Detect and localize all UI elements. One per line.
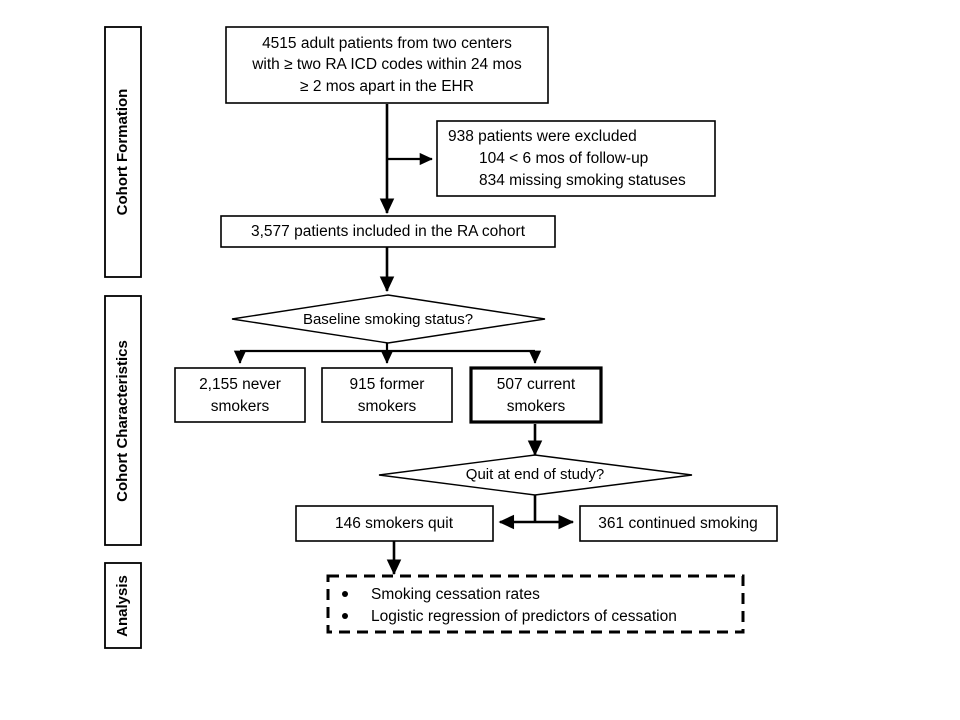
node-former-smokers-line-1: 915 former xyxy=(350,376,425,393)
node-ra-cohort-label: 3,577 patients included in the RA cohort xyxy=(251,223,526,240)
node-baseline-smoking-status-label: Baseline smoking status? xyxy=(303,311,473,328)
node-excluded-line-1: 938 patients were excluded xyxy=(448,128,637,145)
lane-label-cohort-formation: Cohort Formation xyxy=(114,89,131,216)
node-box-never-smokers xyxy=(174,367,306,423)
node-source-cohort-line-2: with ≥ two RA ICD codes within 24 mos xyxy=(251,56,522,73)
node-box-excluded xyxy=(436,120,716,197)
node-analysis-outputs-bullet-2: Logistic regression of predictors of ces… xyxy=(371,608,677,625)
node-never-smokers: 2,155 never smokers xyxy=(174,367,306,423)
node-box-analysis-outputs xyxy=(326,574,745,634)
node-box-smokers-quit xyxy=(295,505,494,542)
lane-box-analysis xyxy=(104,562,142,649)
node-source-cohort-line-3: ≥ 2 mos apart in the EHR xyxy=(300,78,474,95)
lane-box-cohort-characteristics xyxy=(104,295,142,546)
node-continued-smoking: 361 continued smoking xyxy=(579,505,778,542)
node-current-smokers-line-2: smokers xyxy=(507,398,566,415)
node-continued-smoking-label: 361 continued smoking xyxy=(598,515,757,532)
node-quit-at-end-of-study-label: Quit at end of study? xyxy=(466,466,604,483)
node-former-smokers-line-2: smokers xyxy=(358,398,417,415)
node-box-ra-cohort xyxy=(220,215,556,248)
node-never-smokers-line-2: smokers xyxy=(211,398,270,415)
node-never-smokers-line-1: 2,155 never xyxy=(199,376,281,393)
node-current-smokers: 507 current smokers xyxy=(469,366,603,424)
node-baseline-smoking-status: Baseline smoking status? xyxy=(231,294,546,344)
node-excluded-line-3: 834 missing smoking statuses xyxy=(479,172,686,189)
node-former-smokers: 915 former smokers xyxy=(321,367,453,423)
node-smokers-quit-label: 146 smokers quit xyxy=(335,515,454,532)
lane-box-cohort-formation xyxy=(104,26,142,278)
node-quit-at-end-of-study: Quit at end of study? xyxy=(378,454,693,496)
node-diamond-quit-at-end-of-study xyxy=(378,454,693,496)
node-ra-cohort: 3,577 patients included in the RA cohort xyxy=(220,215,556,248)
node-excluded: 938 patients were excluded 104 < 6 mos o… xyxy=(436,120,716,197)
node-smokers-quit: 146 smokers quit xyxy=(295,505,494,542)
lane-cohort-characteristics: Cohort Characteristics xyxy=(104,295,142,546)
node-box-source-cohort xyxy=(225,26,549,104)
lane-cohort-formation: Cohort Formation xyxy=(104,26,142,278)
node-source-cohort: 4515 adult patients from two centers wit… xyxy=(225,26,549,104)
node-box-continued-smoking xyxy=(579,505,778,542)
node-analysis-outputs-bullet-1: Smoking cessation rates xyxy=(371,586,540,603)
node-analysis-outputs: Smoking cessation rates Logistic regress… xyxy=(326,574,745,634)
node-diamond-baseline-smoking-status xyxy=(231,294,546,344)
bullet-dot-icon xyxy=(342,613,348,619)
node-excluded-line-2: 104 < 6 mos of follow-up xyxy=(479,150,648,167)
node-source-cohort-line-1: 4515 adult patients from two centers xyxy=(262,35,512,52)
lane-analysis: Analysis xyxy=(104,562,142,649)
lane-label-analysis: Analysis xyxy=(114,575,131,637)
bullet-dot-icon xyxy=(342,591,348,597)
node-box-current-smokers xyxy=(469,366,603,424)
node-box-former-smokers xyxy=(321,367,453,423)
lane-label-cohort-characteristics: Cohort Characteristics xyxy=(114,340,131,502)
node-current-smokers-line-1: 507 current xyxy=(497,376,576,393)
